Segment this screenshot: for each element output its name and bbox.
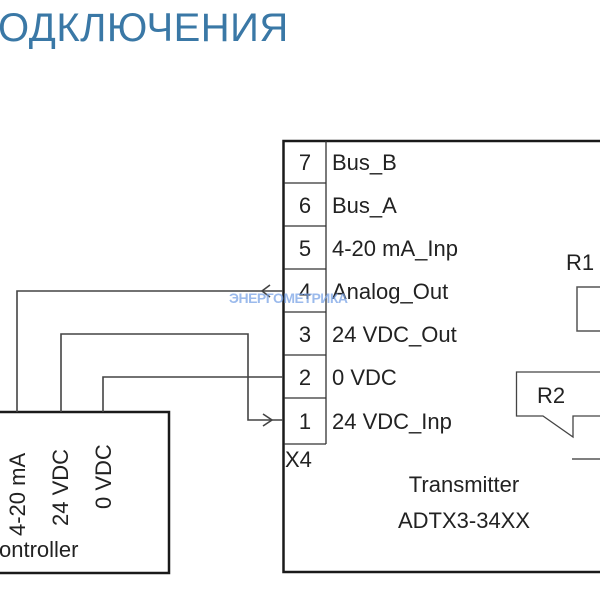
resistor-r1-label: R1 — [566, 250, 594, 275]
transmitter-box — [282, 139, 600, 574]
transmitter-name: Transmitter — [409, 472, 519, 497]
pin-label-analog-out: Analog_Out — [332, 279, 448, 304]
watermark: ЭНЕРГОМЕТРИКА — [229, 290, 348, 306]
resistor-r1-box — [576, 286, 600, 332]
pin-label-24vdc-out: 24 VDC_Out — [332, 322, 457, 347]
arrow-left-icon — [260, 284, 271, 298]
terminal-block — [284, 141, 327, 445]
transmitter-model: ADTX3-34XX — [398, 508, 530, 533]
pin-label-4-20ma-inp: 4-20 mA_Inp — [332, 236, 458, 261]
pin-number-2: 2 — [299, 365, 311, 390]
pin-label-bus-b: Bus_B — [332, 150, 397, 175]
resistor-r2-callout — [515, 371, 600, 439]
wire-0vdc — [102, 376, 283, 412]
controller-terminal-4-20ma: 4-20 mA — [5, 453, 30, 536]
pin-number-7: 7 — [299, 150, 311, 175]
resistor-r2-label: R2 — [537, 383, 565, 408]
pin-label-bus-a: Bus_A — [332, 193, 397, 218]
controller-box — [0, 410, 171, 575]
pin-number-3: 3 — [299, 322, 311, 347]
controller-terminal-0vdc: 0 VDC — [91, 444, 116, 509]
pin-number-5: 5 — [299, 236, 311, 261]
controller-name: ontroller — [0, 537, 78, 562]
pin-number-4: 4 — [299, 279, 311, 304]
pin-label-24vdc-inp: 24 VDC_Inp — [332, 409, 452, 434]
arrow-right-icon — [262, 413, 274, 427]
wire-24vdc — [60, 333, 283, 421]
page-title: ОДКЛЮЧЕНИЯ — [0, 6, 289, 50]
controller-terminal-24vdc: 24 VDC — [48, 449, 73, 526]
connector-label: X4 — [285, 447, 312, 472]
pin-label-0vdc: 0 VDC — [332, 365, 397, 390]
pin-number-6: 6 — [299, 193, 311, 218]
wire-analog-out — [16, 290, 283, 412]
pin-number-1: 1 — [299, 409, 311, 434]
